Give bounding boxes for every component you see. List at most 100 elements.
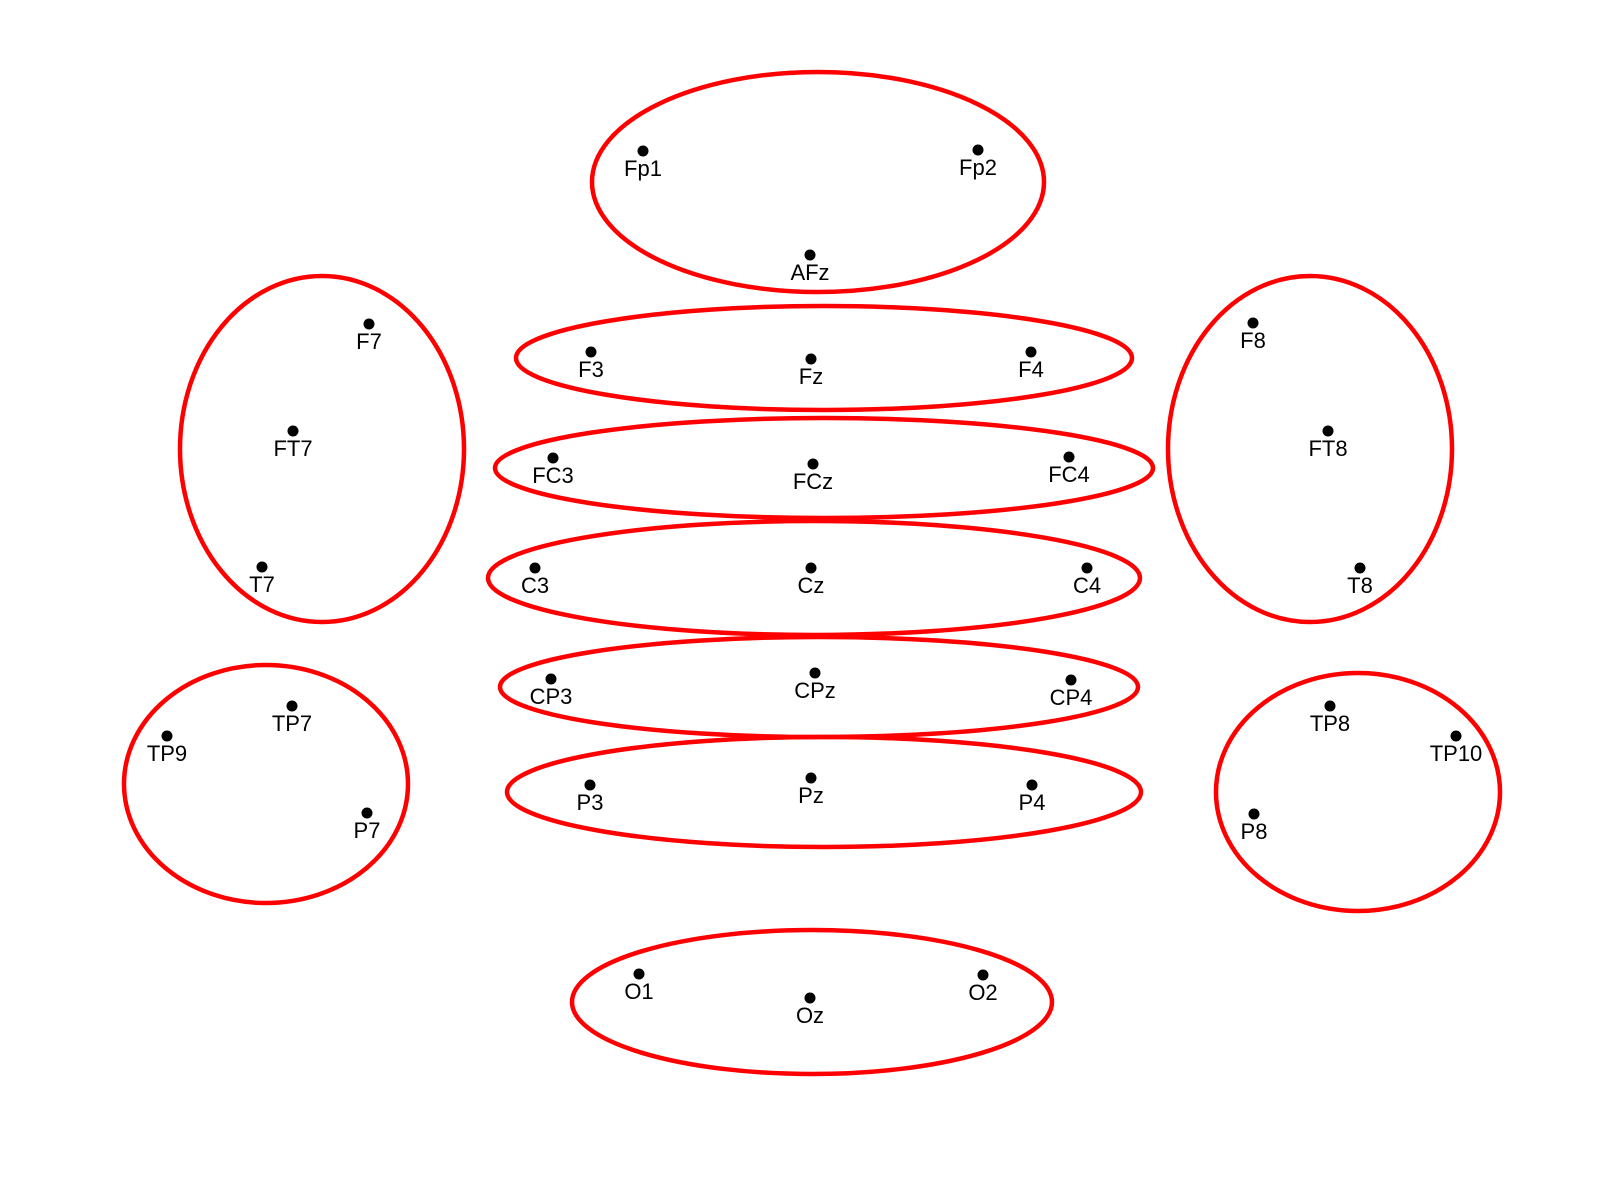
region-outline-frontopolar <box>589 69 1047 295</box>
electrode-dot <box>256 561 268 573</box>
region-outline-parietal <box>504 734 1144 850</box>
electrode-tp9: TP9 <box>147 730 187 766</box>
electrode-label: FT7 <box>273 436 312 461</box>
electrode-dot <box>1063 451 1075 463</box>
electrode-ft8: FT8 <box>1308 425 1348 461</box>
electrode-dot <box>804 992 816 1004</box>
electrode-p8: P8 <box>1241 808 1268 844</box>
electrode-dot <box>584 779 596 791</box>
electrode-label: CP4 <box>1050 685 1093 710</box>
electrode-f8: F8 <box>1240 317 1266 353</box>
electrode-dot <box>807 458 819 470</box>
electrode-dot <box>1450 730 1462 742</box>
electrode-label: Fz <box>799 364 823 389</box>
electrode-label: Oz <box>796 1003 824 1028</box>
region-outline-frontal <box>513 303 1135 413</box>
electrode-afz: AFz <box>790 249 830 285</box>
region-outline-occipital <box>569 927 1055 1077</box>
electrode-label: F8 <box>1240 328 1266 353</box>
electrode-label: TP10 <box>1430 741 1483 766</box>
electrode-label: CPz <box>794 678 836 703</box>
region-outline-frontocentral <box>492 415 1156 521</box>
electrode-label: FCz <box>793 469 833 494</box>
electrode-label: Pz <box>798 783 824 808</box>
electrode-o2: O2 <box>968 969 998 1005</box>
electrode-label: FC3 <box>532 463 574 488</box>
electrode-label: CP3 <box>530 684 573 709</box>
region-outline-right-temporoparietal <box>1213 670 1503 914</box>
electrode-p4: P4 <box>1019 779 1046 815</box>
electrode-dot <box>805 562 817 574</box>
electrode-t8: T8 <box>1347 562 1373 598</box>
electrode-label: F7 <box>356 329 382 354</box>
electrode-dot <box>1081 562 1093 574</box>
electrode-dot <box>547 452 559 464</box>
electrode-dot <box>633 968 645 980</box>
electrode-label: FT8 <box>1308 436 1347 461</box>
electrode-cpz: CPz <box>794 667 836 703</box>
electrode-label: T7 <box>249 572 275 597</box>
electrode-dot <box>1324 700 1336 712</box>
electrode-cp3: CP3 <box>530 673 573 709</box>
electrode-label: TP8 <box>1310 711 1350 736</box>
electrode-dot <box>287 425 299 437</box>
electrode-dot <box>972 144 984 156</box>
electrode-dot <box>363 318 375 330</box>
electrode-c4: C4 <box>1073 562 1101 598</box>
electrode-dot <box>529 562 541 574</box>
electrode-dot <box>809 667 821 679</box>
region-outline-left-frontotemporal <box>177 273 467 625</box>
electrode-label: Fp1 <box>624 156 662 181</box>
electrode-dot <box>1354 562 1366 574</box>
electrode-dot <box>1247 317 1259 329</box>
electrode-cp4: CP4 <box>1050 674 1093 710</box>
electrode-dot <box>805 353 817 365</box>
electrode-label: P3 <box>577 790 604 815</box>
electrode-label: TP7 <box>272 711 312 736</box>
electrode-label: FC4 <box>1048 462 1090 487</box>
electrode-label: O1 <box>624 979 653 1004</box>
region-outline-right-frontotemporal <box>1165 273 1455 625</box>
electrode-dot <box>286 700 298 712</box>
electrode-label: T8 <box>1347 573 1373 598</box>
electrode-label: C3 <box>521 573 549 598</box>
electrode-cz: Cz <box>798 562 825 598</box>
electrode-label: C4 <box>1073 573 1101 598</box>
electrode-label: P4 <box>1019 790 1046 815</box>
electrode-dot <box>637 145 649 157</box>
electrode-dot <box>804 249 816 261</box>
electrode-fc4: FC4 <box>1048 451 1090 487</box>
electrode-fp2: Fp2 <box>959 144 997 180</box>
electrode-fz: Fz <box>799 353 823 389</box>
electrode-label: F4 <box>1018 357 1044 382</box>
electrode-dot <box>161 730 173 742</box>
electrode-oz: Oz <box>796 992 824 1028</box>
electrode-dot <box>1248 808 1260 820</box>
electrode-dot <box>1065 674 1077 686</box>
electrode-dot <box>361 807 373 819</box>
electrode-fp1: Fp1 <box>624 145 662 181</box>
electrode-tp10: TP10 <box>1430 730 1483 766</box>
electrode-p3: P3 <box>577 779 604 815</box>
electrode-label: F3 <box>578 357 604 382</box>
electrode-f3: F3 <box>578 346 604 382</box>
electrode-o1: O1 <box>624 968 654 1004</box>
electrode-label: Fp2 <box>959 155 997 180</box>
electrode-dot <box>1025 346 1037 358</box>
electrode-label: Cz <box>798 573 825 598</box>
electrode-ft7: FT7 <box>273 425 313 461</box>
electrode-dot <box>585 346 597 358</box>
electrode-fcz: FCz <box>793 458 833 494</box>
electrode-label: O2 <box>968 980 997 1005</box>
electrode-dot <box>1026 779 1038 791</box>
regions-layer <box>121 69 1503 1077</box>
electrode-label: P8 <box>1241 819 1268 844</box>
electrode-label: TP9 <box>147 741 187 766</box>
electrode-label: P7 <box>354 818 381 843</box>
electrode-c3: C3 <box>521 562 549 598</box>
electrode-dot <box>1322 425 1334 437</box>
electrode-t7: T7 <box>249 561 275 597</box>
